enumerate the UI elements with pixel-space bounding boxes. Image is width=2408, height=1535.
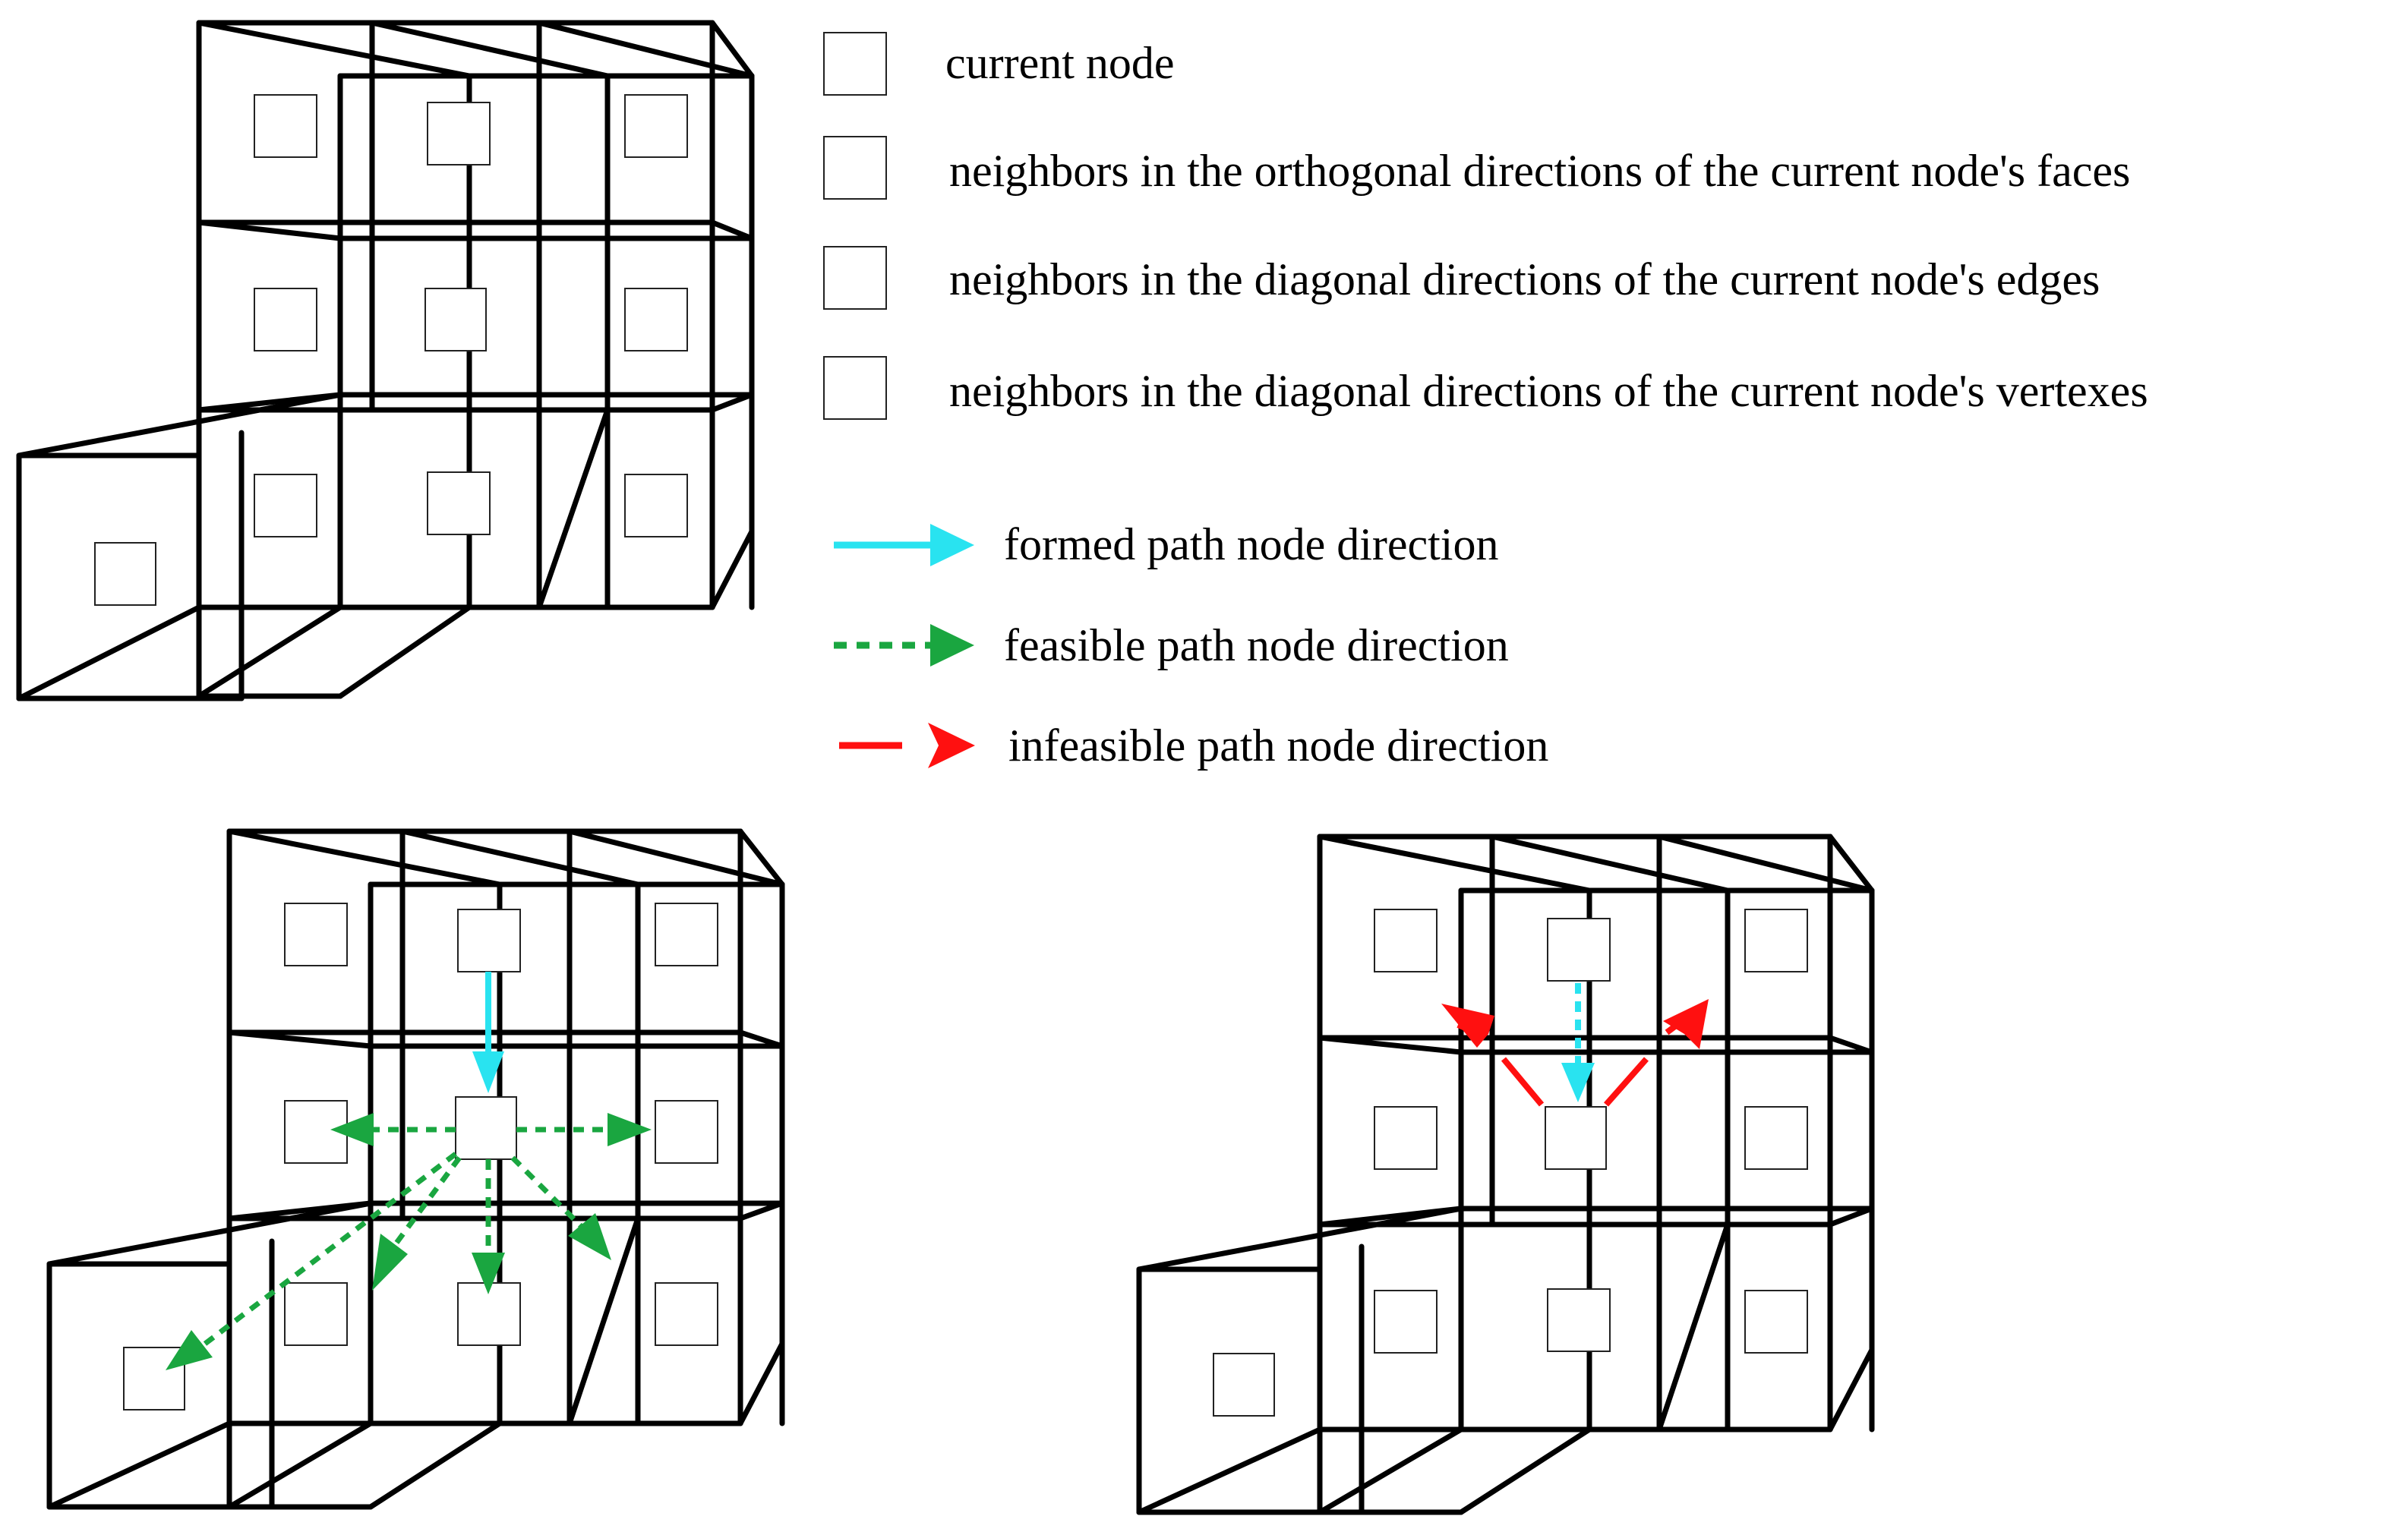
legend-infeasible-label: infeasible path node direction [1008, 720, 1548, 771]
legend-vertex-label: neighbors in the diagonal directions of … [949, 366, 2148, 416]
panel-neighbor-types [16, 20, 755, 701]
face-neighbor-icon [1374, 1106, 1438, 1170]
legend-feasible-label: feasible path node direction [1004, 620, 1509, 670]
legend-edge-icon [823, 246, 887, 310]
path-arrows-bottom-right [1441, 983, 1709, 1107]
formed-arrow-dashed [1561, 983, 1595, 1102]
panel-infeasible-directions [1136, 834, 1875, 1515]
face-neighbor-icon [1547, 918, 1611, 982]
legend: current node neighbors in the orthogonal… [823, 32, 2148, 771]
edge-neighbor-icon [1374, 1290, 1438, 1354]
edge-neighbor-icon [655, 1282, 718, 1346]
legend-face-icon [823, 136, 887, 200]
legend-formed-label: formed path node direction [1004, 519, 1498, 569]
legend-face-label: neighbors in the orthogonal directions o… [949, 146, 2130, 196]
face-neighbor-icon [1547, 1288, 1611, 1352]
edge-neighbor-icon [1374, 909, 1438, 972]
face-neighbor-icon [427, 102, 491, 165]
legend-formed-arrow [834, 524, 974, 566]
current-node-icon [1545, 1106, 1607, 1170]
edge-neighbor-icon [1744, 909, 1808, 972]
panel-feasible-directions [46, 828, 785, 1510]
face-neighbor-icon [624, 288, 688, 351]
face-neighbor-icon [457, 909, 521, 972]
legend-current-icon [823, 32, 887, 96]
path-arrows-bottom-left [166, 972, 652, 1370]
edge-neighbor-icon [284, 1282, 348, 1346]
node-icons-bottom-right [1213, 909, 1808, 1417]
infeasible-arrow-up-left [1441, 1004, 1545, 1107]
face-neighbor-icon [655, 1100, 718, 1164]
edge-neighbor-icon [624, 474, 688, 537]
edge-neighbor-icon [254, 94, 317, 158]
face-neighbor-icon [254, 288, 317, 351]
cube-grid-bottom-left [46, 828, 785, 1510]
feasible-arrow-left [330, 1113, 456, 1146]
legend-edge-label: neighbors in the diagonal directions of … [949, 254, 2100, 304]
edge-neighbor-icon [254, 474, 317, 537]
legend-vertex-icon [823, 356, 887, 420]
face-neighbor-icon [457, 1282, 521, 1346]
feasible-arrow-down [472, 1159, 505, 1294]
face-neighbor-icon [1744, 1106, 1808, 1170]
infeasible-arrow-up-right [1604, 999, 1709, 1107]
legend-feasible-arrow [834, 624, 974, 667]
face-neighbor-icon [427, 471, 491, 535]
legend-current-label: current node [945, 38, 1175, 88]
node-icons-top [94, 94, 688, 606]
feasible-arrow-down-right [510, 1155, 611, 1260]
formed-arrow [472, 972, 504, 1093]
node-icons-bottom-left [123, 903, 718, 1410]
current-node-icon [455, 1096, 517, 1160]
edge-neighbor-icon [655, 903, 718, 966]
feasible-arrow-right [516, 1113, 652, 1146]
legend-infeasible-arrow [839, 723, 975, 768]
feasible-arrow-down-left [372, 1155, 462, 1291]
vertex-neighbor-icon [1213, 1353, 1275, 1417]
current-node-icon [424, 288, 487, 351]
edge-neighbor-icon [1744, 1290, 1808, 1354]
feasible-arrow-vertex [166, 1152, 458, 1370]
edge-neighbor-icon [624, 94, 688, 158]
vertex-neighbor-icon [94, 542, 156, 606]
edge-neighbor-icon [284, 903, 348, 966]
